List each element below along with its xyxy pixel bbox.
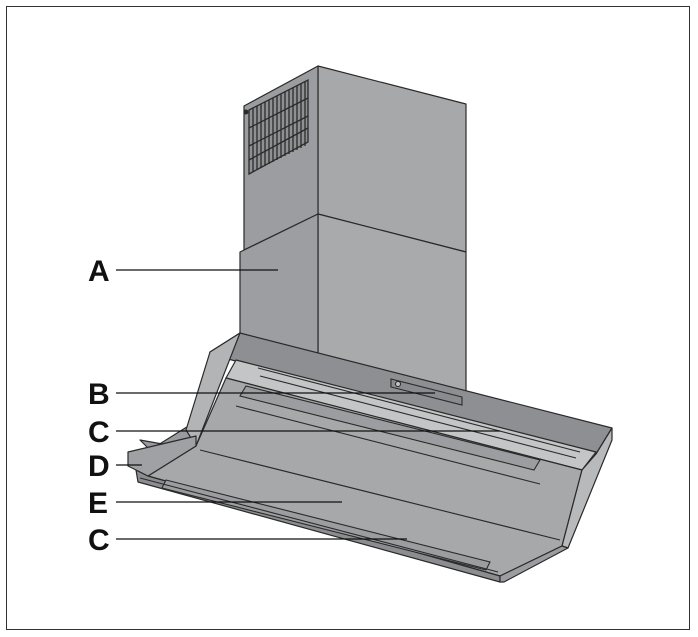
leader-lines	[116, 269, 500, 540]
vent-grille	[243, 78, 309, 176]
label-e: E	[88, 487, 108, 520]
hood-canopy	[127, 332, 613, 583]
label-c: C	[88, 416, 110, 449]
control-panel	[257, 367, 581, 459]
label-d: D	[88, 450, 110, 483]
label-c-lower: C	[88, 524, 110, 557]
label-b: B	[88, 378, 110, 411]
label-a: A	[88, 255, 110, 288]
